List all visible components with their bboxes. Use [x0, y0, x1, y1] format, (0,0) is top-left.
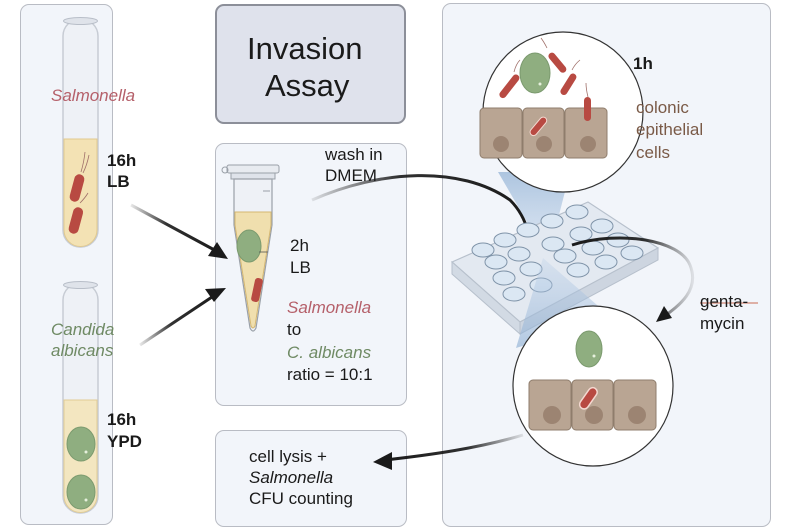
antibiotic-label-line-1: genta- [700, 292, 749, 311]
cells-label-line-2: epithelial [636, 120, 704, 139]
salmonella-test-tube-icon [62, 17, 99, 248]
arrow-to-lysis [373, 433, 524, 470]
cells-label-line-1: colonic [636, 98, 689, 117]
salmonella-culture-time: 16h [107, 151, 137, 170]
salmonella-bacterium-icon [251, 277, 263, 303]
ratio-organism-1: Salmonella [287, 298, 372, 317]
arrow-candida-to-coculture [139, 288, 226, 347]
coculture-medium: LB [290, 258, 311, 277]
coculture-time: 2h [290, 236, 309, 255]
magnified-view-infection [479, 31, 644, 193]
microcentrifuge-tube-icon [221, 164, 280, 332]
arrow-salmonella-to-coculture [130, 203, 228, 259]
cells-label-line-3: cells [636, 143, 671, 162]
salmonella-bacterium-icon [68, 151, 90, 234]
epithelial-cells-icon [528, 379, 657, 431]
antibiotic-label-line-2: mycin [700, 314, 745, 333]
wash-label-line-1: wash in [325, 145, 383, 164]
salmonella-culture-medium: LB [107, 172, 130, 191]
candida-test-tube-icon [62, 281, 99, 514]
ratio-connector: to [287, 320, 302, 339]
magnified-view-after-gentamycin [512, 305, 674, 467]
title-box [215, 4, 406, 124]
arrow-gentamycin-treatment [571, 236, 695, 322]
title-line-1: Invasion [247, 31, 363, 66]
candida-yeast-icon [519, 52, 551, 94]
lysis-line-1: cell lysis + [249, 447, 327, 466]
title-line-2: Assay [265, 68, 350, 103]
candida-yeast-icon [575, 330, 603, 368]
candida-culture-medium: YPD [107, 432, 142, 451]
candida-label-line-1: Candida [51, 320, 115, 339]
ratio-organism-2: C. albicans [287, 343, 372, 362]
candida-yeast-icon [236, 229, 262, 263]
candida-yeast-icon [66, 426, 96, 510]
wash-label-line-2: DMEM [325, 166, 377, 185]
infection-time: 1h [633, 54, 653, 73]
ratio-value: ratio = 10:1 [287, 365, 373, 384]
lysis-line-3: CFU counting [249, 489, 353, 508]
candida-culture-time: 16h [107, 410, 137, 429]
epithelial-cells-icon [479, 107, 608, 159]
intracellular-salmonella-icon [578, 386, 598, 410]
lysis-panel [215, 430, 407, 527]
candida-label-line-2: albicans [51, 341, 114, 360]
lysis-line-2: Salmonella [249, 468, 334, 487]
salmonella-bacteria-icon [499, 52, 591, 137]
salmonella-label: Salmonella [51, 86, 136, 105]
